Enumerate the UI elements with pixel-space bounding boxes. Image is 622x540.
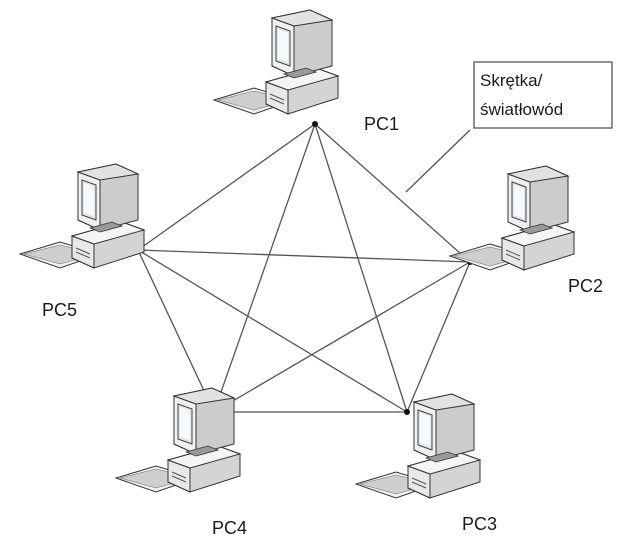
pc1-computer-icon: [213, 9, 339, 115]
callout-leader-line: [405, 129, 471, 193]
pc3-computer-icon: [355, 393, 481, 499]
link-pc1-pc4: [213, 123, 316, 413]
pc5-label: PC5: [42, 300, 77, 320]
pc1-port-dot: [312, 121, 318, 127]
link-pc1-pc5: [137, 123, 316, 251]
pc3-port-dot: [404, 409, 410, 415]
callout-box: [473, 61, 613, 129]
link-pc2-pc3: [406, 261, 471, 413]
pc2-label: PC2: [568, 276, 603, 296]
pc2-computer-icon: [449, 165, 575, 271]
pc3-label: PC3: [462, 514, 497, 534]
link-pc2-pc4: [213, 261, 471, 413]
link-pc1-pc3: [314, 123, 408, 413]
connection-links: [137, 123, 471, 413]
link-pc4-pc5: [137, 249, 215, 413]
pc1-label: PC1: [364, 114, 399, 134]
pc5-computer-icon: [19, 163, 145, 269]
pc4-label: PC4: [212, 518, 247, 538]
callout-line-2: światłowód: [480, 100, 563, 119]
pc4-computer-icon: [115, 387, 241, 493]
link-pc3-pc5: [137, 249, 408, 413]
link-pc1-pc2: [314, 123, 471, 263]
callout-line-1: Skrętka/: [480, 71, 543, 90]
connection-ports: [135, 121, 473, 415]
link-pc2-pc5: [137, 249, 471, 263]
